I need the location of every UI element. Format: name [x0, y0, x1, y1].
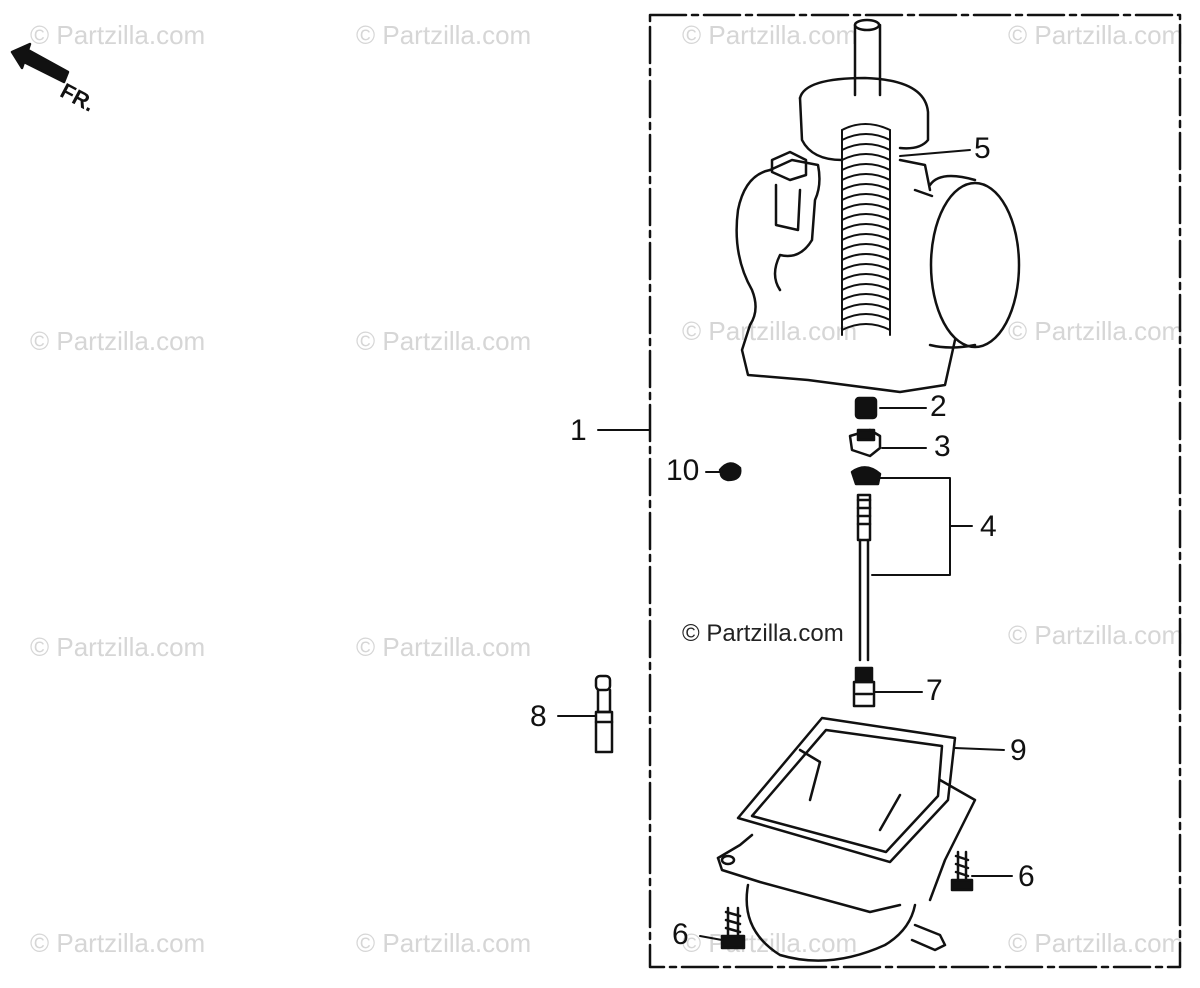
float-bowl: [716, 778, 977, 962]
watermark: © Partzilla.com: [682, 928, 858, 958]
jet-part-2: [854, 396, 878, 420]
callout-3[interactable]: 3: [934, 430, 951, 463]
gasket-part-9: [736, 716, 957, 864]
clip-part-10: [718, 462, 742, 482]
callout-9[interactable]: 9: [1010, 734, 1027, 767]
callout-10[interactable]: 10: [666, 454, 700, 487]
watermark: © Partzilla.com: [356, 20, 532, 50]
callout-1[interactable]: 1: [570, 414, 587, 447]
callout-8[interactable]: 8: [530, 700, 547, 733]
callout-6-right[interactable]: 6: [1018, 860, 1035, 893]
callout-5[interactable]: 5: [974, 132, 991, 165]
callout-6-left[interactable]: 6: [672, 918, 689, 951]
screw-part-8: [594, 674, 614, 754]
watermark: © Partzilla.com: [1008, 316, 1184, 346]
callout-4[interactable]: 4: [980, 510, 997, 543]
watermark: © Partzilla.com: [682, 20, 858, 50]
jet-part-7: [852, 666, 876, 708]
assembly-frame: [648, 13, 1182, 969]
jet-part-3: [848, 428, 882, 458]
center-watermark: © Partzilla.com: [682, 620, 844, 647]
watermark: © Partzilla.com: [30, 632, 206, 662]
watermark: © Partzilla.com: [30, 20, 206, 50]
watermark: © Partzilla.com: [1008, 620, 1184, 650]
watermark: © Partzilla.com: [682, 316, 858, 346]
screw-part-6b: [720, 906, 746, 950]
screw-part-6a: [950, 850, 974, 892]
watermark: © Partzilla.com: [356, 928, 532, 958]
front-arrow-icon: [10, 42, 70, 84]
watermark: © Partzilla.com: [1008, 928, 1184, 958]
carburetor-body: [735, 18, 1021, 394]
watermark: © Partzilla.com: [30, 928, 206, 958]
callout-7[interactable]: 7: [926, 674, 943, 707]
watermark: © Partzilla.com: [356, 326, 532, 356]
needle-part-4: [850, 466, 882, 662]
watermark: © Partzilla.com: [356, 632, 532, 662]
watermark: © Partzilla.com: [30, 326, 206, 356]
leader-lines: [557, 149, 1013, 941]
callout-2[interactable]: 2: [930, 390, 947, 423]
spring-part: [841, 123, 891, 336]
watermark: © Partzilla.com: [1008, 20, 1184, 50]
